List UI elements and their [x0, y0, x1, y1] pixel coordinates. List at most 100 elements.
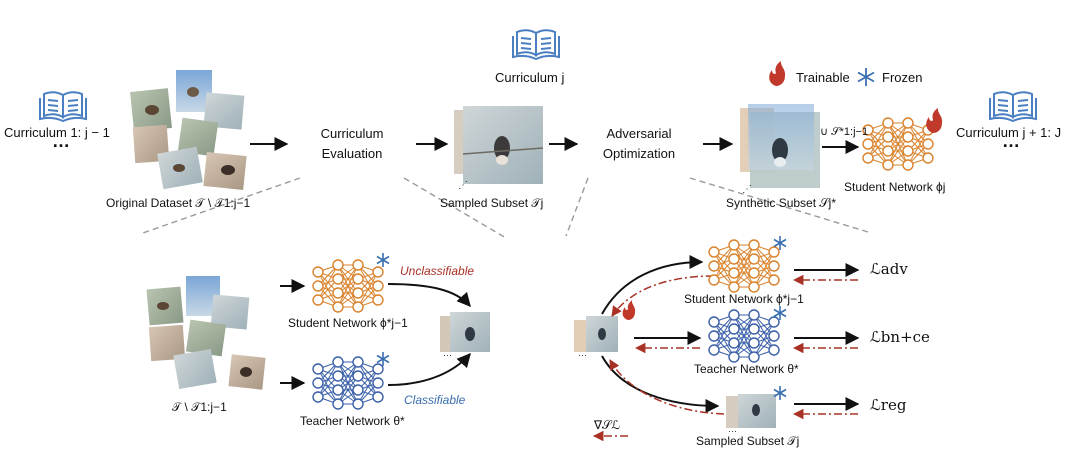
right-teacher-network: [708, 309, 780, 363]
network-node: [882, 145, 894, 157]
network-node: [768, 274, 780, 286]
network-node: [862, 138, 874, 150]
network-node: [332, 398, 344, 410]
network-node: [708, 330, 720, 342]
network-node: [748, 267, 760, 279]
left-student-label: Student Network ϕ*j−1: [288, 316, 408, 330]
legend-trainable: Trainable: [796, 70, 850, 85]
network-node: [332, 259, 344, 271]
network-edge: [733, 244, 755, 274]
network-node: [862, 152, 874, 164]
svg-text:⋰: ⋰: [742, 184, 752, 195]
snowflake-icon: [857, 68, 875, 86]
network-edge: [733, 328, 755, 358]
network-edge: [713, 314, 735, 351]
network-node: [352, 287, 364, 299]
left-panel-arrows: [280, 279, 471, 390]
network-edge: [887, 136, 909, 166]
network-edge: [357, 368, 379, 405]
student-network-label: Student Network ϕj: [844, 180, 946, 194]
network-node: [902, 145, 914, 157]
network-node: [768, 344, 780, 356]
sampled-subset-label: Sampled Subset 𝒯j: [440, 196, 544, 210]
gradient-label: ∇𝒮ℒ: [594, 418, 620, 432]
dashed-connectors: [139, 177, 869, 239]
left-dataset-label: 𝒯 \ 𝒯1:j−1: [172, 400, 227, 414]
snowflake-icon-right-student: [773, 236, 787, 250]
network-node: [332, 384, 344, 396]
svg-text:⋰: ⋰: [458, 180, 468, 191]
network-node: [728, 337, 740, 349]
flame-icon-right: [622, 300, 636, 320]
original-dataset-images: [130, 70, 247, 190]
network-node: [748, 351, 760, 363]
network-node: [728, 323, 740, 335]
classifiable-label: Classifiable: [404, 393, 466, 407]
network-node: [372, 377, 384, 389]
original-dataset-label: Original Dataset 𝒯 \ 𝒯1:j−1: [106, 196, 251, 210]
left-teacher-network: [312, 356, 384, 410]
right-student-network: [708, 239, 780, 293]
flame-icon: [769, 61, 786, 86]
network-node: [922, 138, 934, 150]
svg-text:⋯: ⋯: [728, 426, 737, 436]
network-node: [372, 294, 384, 306]
synthetic-subset-images: ⋰: [740, 104, 820, 195]
network-node: [372, 363, 384, 375]
loss-bn-ce: ℒbn+ce: [870, 328, 930, 346]
synthetic-subset-label: Synthetic Subset 𝒮j*: [726, 196, 837, 210]
network-edge: [733, 244, 755, 288]
network-edge: [907, 129, 929, 166]
network-node: [312, 363, 324, 375]
network-node: [352, 384, 364, 396]
svg-text:⋯: ⋯: [578, 350, 587, 360]
network-node: [902, 117, 914, 129]
network-node: [862, 124, 874, 136]
network-node: [768, 316, 780, 328]
loss-adv: ℒadv: [870, 260, 908, 278]
right-sampled-label: Sampled Subset 𝒯j: [696, 434, 800, 448]
network-node: [708, 260, 720, 272]
network-node: [332, 356, 344, 368]
network-node: [748, 337, 760, 349]
book-icon-prev: [39, 91, 87, 123]
network-node: [748, 253, 760, 265]
left-teacher-label: Teacher Network θ*: [300, 414, 405, 428]
network-edge: [337, 264, 359, 308]
network-edge: [317, 264, 339, 301]
network-node: [332, 287, 344, 299]
network-edge: [317, 361, 339, 398]
network-edge: [867, 122, 889, 159]
network-node: [372, 266, 384, 278]
network-edge: [337, 375, 359, 405]
flame-icon-top: [926, 108, 943, 133]
network-edge: [753, 321, 775, 358]
network-edge: [337, 278, 359, 308]
network-node: [708, 344, 720, 356]
network-edge: [733, 314, 755, 358]
network-node: [312, 294, 324, 306]
network-edge: [713, 244, 735, 281]
curriculum-next-label: Curriculum j + 1: J: [956, 125, 1062, 140]
network-node: [768, 260, 780, 272]
book-icon-current: [512, 29, 560, 61]
network-node: [728, 239, 740, 251]
network-node: [728, 253, 740, 265]
network-node: [728, 309, 740, 321]
network-edge: [733, 314, 755, 344]
curriculum-prev-label: Curriculum 1: j − 1: [4, 125, 110, 140]
network-node: [372, 391, 384, 403]
adversarial-optimization-label: Adversarial Optimization: [602, 126, 676, 161]
curriculum-prev-ellipsis: …: [52, 131, 70, 151]
curriculum-current-label: Curriculum j: [495, 70, 565, 85]
network-edge: [337, 264, 359, 294]
legend-frozen: Frozen: [882, 70, 923, 85]
network-node: [882, 117, 894, 129]
curriculum-next-ellipsis: …: [1002, 131, 1020, 151]
network-node: [748, 281, 760, 293]
network-node: [768, 246, 780, 258]
right-panel-synthetic-images: ⋯: [574, 300, 636, 360]
network-node: [708, 274, 720, 286]
snowflake-icon-left-student: [376, 253, 390, 267]
network-node: [352, 301, 364, 313]
